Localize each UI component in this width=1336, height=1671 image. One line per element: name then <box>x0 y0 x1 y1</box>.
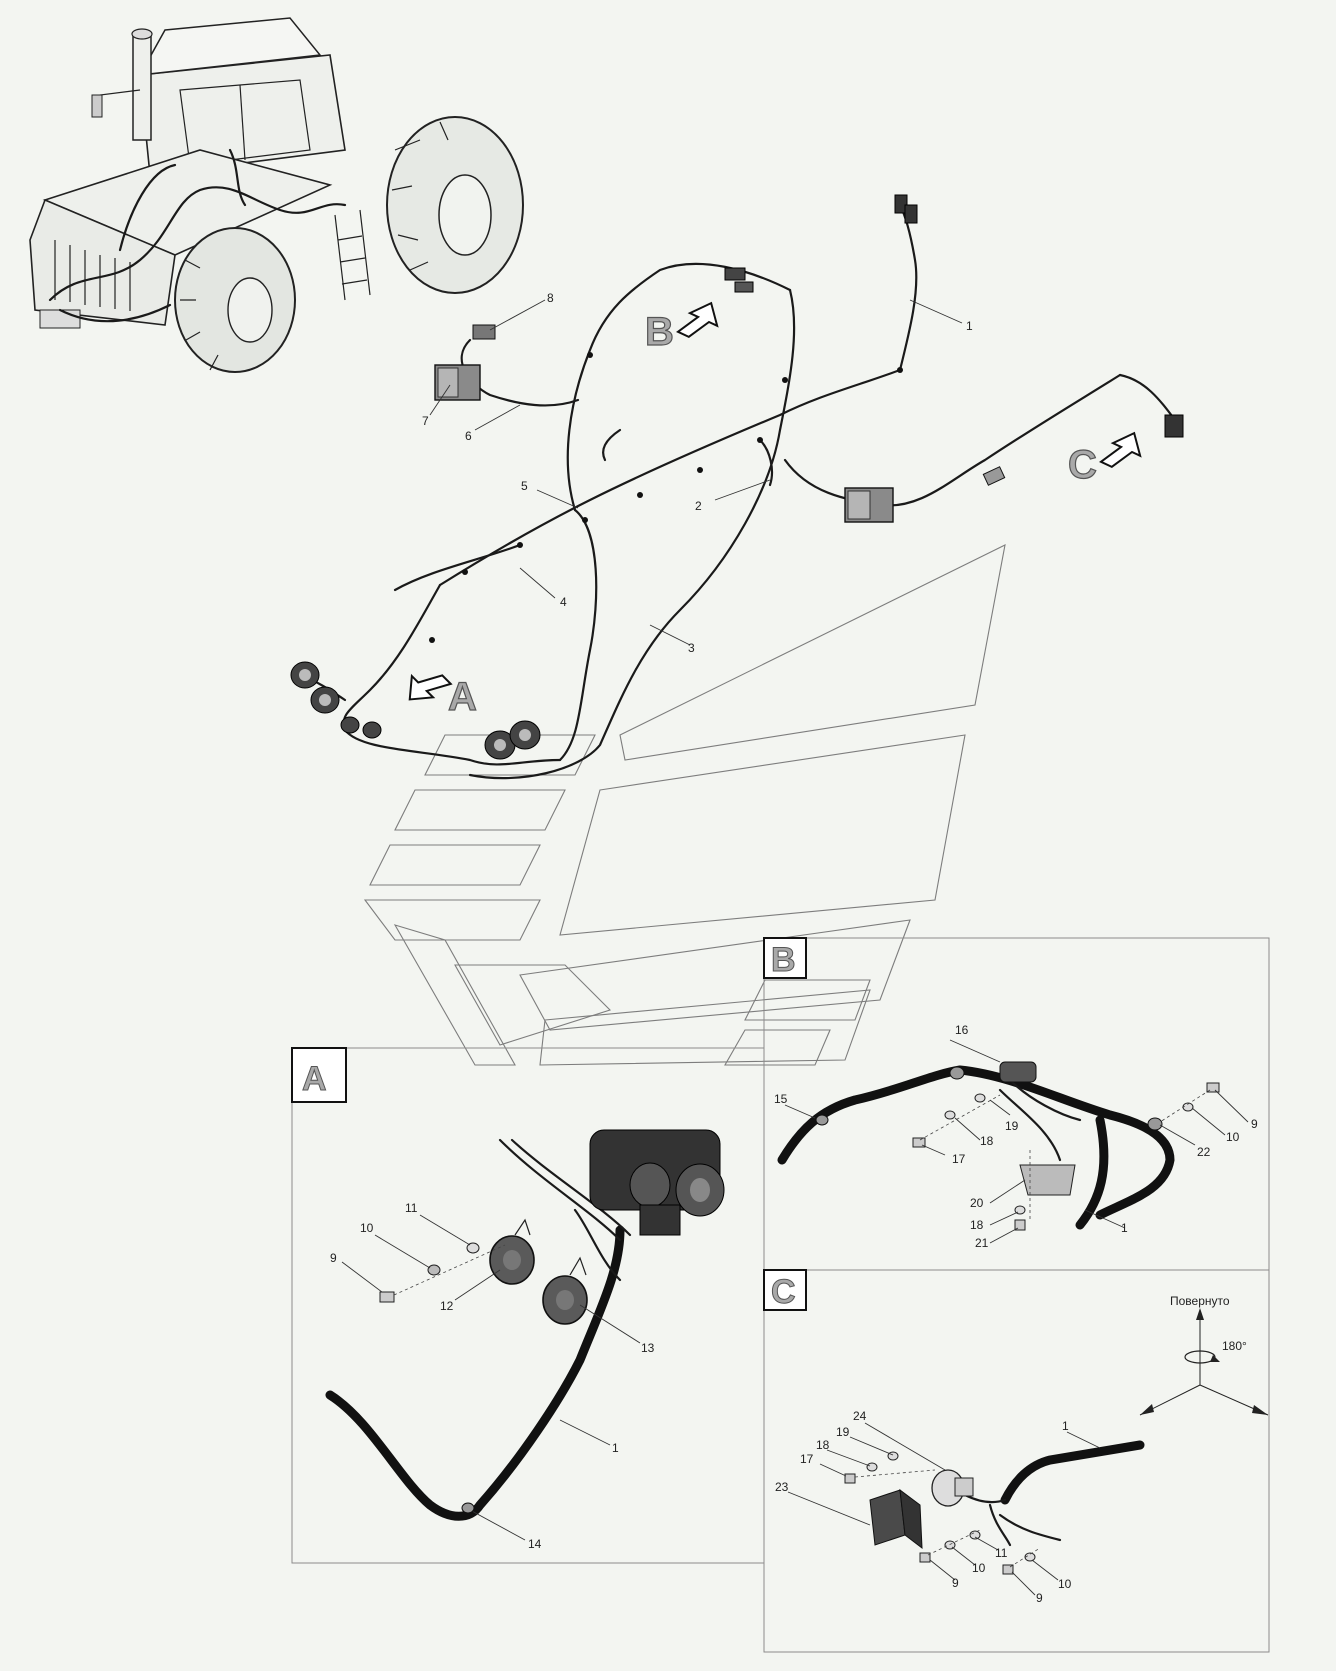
callout-5: 5 <box>521 479 528 493</box>
rotation-angle: 180° <box>1222 1339 1247 1353</box>
callout-a-12: 12 <box>440 1299 454 1313</box>
callout-b-9: 9 <box>1251 1117 1258 1131</box>
callout-c-9b: 9 <box>1036 1591 1043 1605</box>
callout-a-10: 10 <box>360 1221 374 1235</box>
callout-2: 2 <box>695 499 702 513</box>
callout-8: 8 <box>547 291 554 305</box>
callout-b-22: 22 <box>1197 1145 1211 1159</box>
rotation-label: Повернуто <box>1170 1294 1230 1308</box>
callout-a-1: 1 <box>612 1441 619 1455</box>
callout-3: 3 <box>688 641 695 655</box>
callout-a-14: 14 <box>528 1537 542 1551</box>
callout-6: 6 <box>465 429 472 443</box>
background-logo <box>363 544 1006 1066</box>
callout-c-19: 19 <box>836 1425 850 1439</box>
main-leaders <box>429 299 963 646</box>
callout-b-17: 17 <box>952 1152 966 1166</box>
callout-b-21: 21 <box>975 1236 989 1250</box>
detail-box-c: C <box>771 1273 796 1311</box>
view-marker-b: B <box>645 310 674 354</box>
callout-b-15: 15 <box>774 1092 788 1106</box>
callout-c-10b: 10 <box>1058 1577 1072 1591</box>
main-callouts: 1 2 3 4 5 6 7 8 <box>422 291 973 655</box>
callout-c-1: 1 <box>1062 1419 1069 1433</box>
callout-b-18: 18 <box>980 1134 994 1148</box>
callout-b-10: 10 <box>1226 1130 1240 1144</box>
view-marker-c: C <box>1068 443 1097 487</box>
callout-c-11: 11 <box>995 1546 1008 1560</box>
main-harness <box>290 194 1184 780</box>
callout-b-1: 1 <box>1121 1221 1128 1235</box>
callout-b-20: 20 <box>970 1196 984 1210</box>
detail-b: B 16 15 <box>763 937 1270 1271</box>
detail-c: C Повернуто 180° <box>763 1269 1270 1653</box>
callout-b-18b: 18 <box>970 1218 984 1232</box>
callout-c-10: 10 <box>972 1561 986 1575</box>
detail-box-b: B <box>771 941 796 979</box>
callout-c-9: 9 <box>952 1576 959 1590</box>
callout-b-19: 19 <box>1005 1119 1019 1133</box>
detail-box-a: A <box>302 1060 327 1098</box>
callout-a-13: 13 <box>641 1341 655 1355</box>
callout-c-18: 18 <box>816 1438 830 1452</box>
callout-1: 1 <box>966 319 973 333</box>
callout-7: 7 <box>422 414 429 428</box>
callout-4: 4 <box>560 595 567 609</box>
callout-a-11: 11 <box>405 1201 418 1215</box>
detail-a: A 9 10 <box>291 1047 765 1564</box>
callout-b-16: 16 <box>955 1023 969 1037</box>
view-marker-a: A <box>448 675 477 719</box>
callout-c-17: 17 <box>800 1452 814 1466</box>
tractor-illustration <box>29 17 524 373</box>
callout-c-23: 23 <box>775 1480 789 1494</box>
view-markers: B C A <box>408 301 1142 720</box>
callout-c-24: 24 <box>853 1409 867 1423</box>
callout-a-9: 9 <box>330 1251 337 1265</box>
